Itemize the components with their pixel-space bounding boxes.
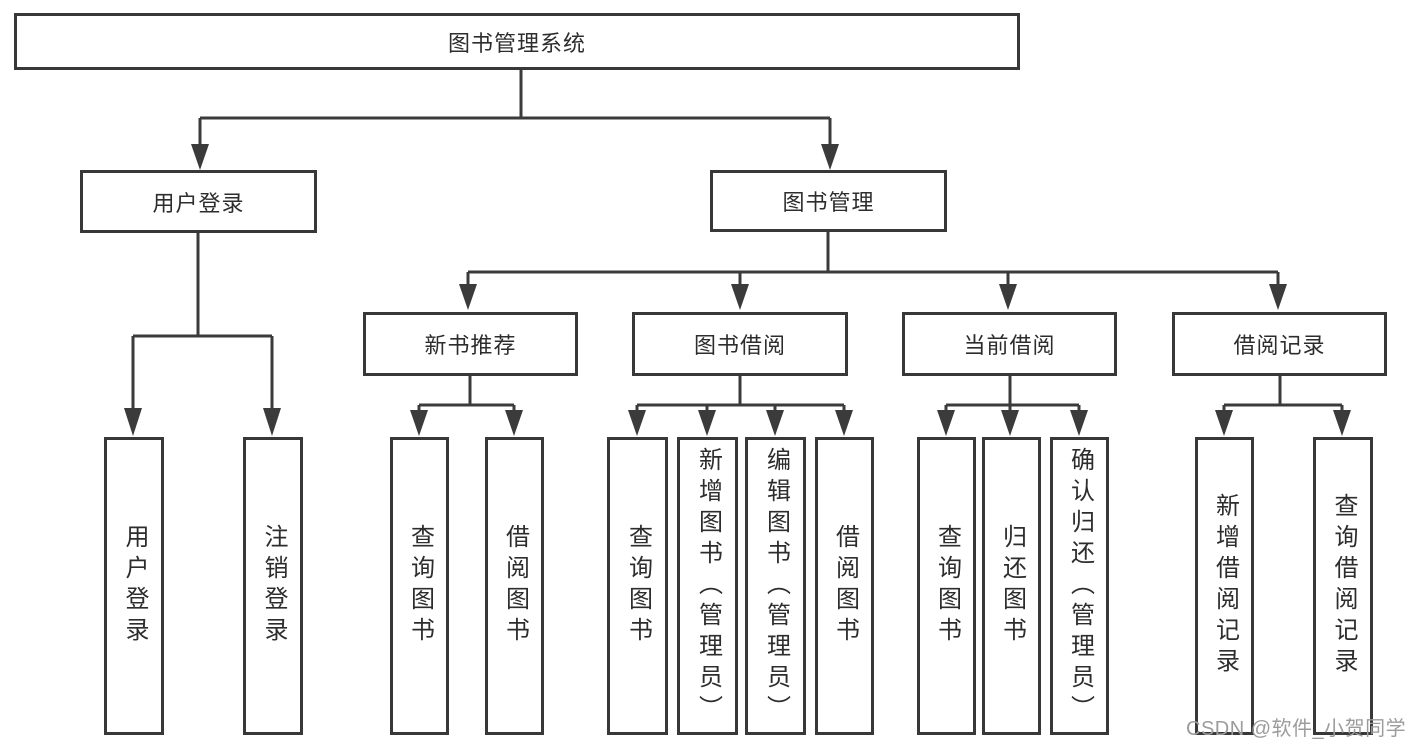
arrowhead-icon xyxy=(628,410,646,436)
arrowhead-icon xyxy=(937,410,955,436)
box-user-login: 用户登录 xyxy=(80,170,317,233)
box-new-book-recommend-label: 新书推荐 xyxy=(424,333,517,358)
box-borrow-records-label: 借阅记录 xyxy=(1233,333,1326,358)
arrowhead-icon xyxy=(459,284,477,310)
box-leaf-br-query-record: 查询借阅记录 xyxy=(1313,437,1373,735)
connector-book-management-to-children xyxy=(459,232,1287,310)
box-leaf-nb-query-books-label: 查询图书 xyxy=(406,524,434,648)
box-book-borrow-label: 图书借阅 xyxy=(693,333,786,358)
box-leaf-logout-action: 注销登录 xyxy=(243,437,303,735)
arrowhead-icon xyxy=(1070,410,1088,436)
arrowhead-icon xyxy=(1333,410,1351,436)
arrowhead-icon xyxy=(731,284,749,310)
arrowhead-icon xyxy=(999,284,1017,310)
box-leaf-bb-borrow-books: 借阅图书 xyxy=(815,437,874,735)
arrowhead-icon xyxy=(191,144,209,170)
box-current-borrow: 当前借阅 xyxy=(902,312,1117,376)
box-leaf-bb-add-books-admin-label: 新增图书（管理员） xyxy=(694,446,722,726)
box-leaf-bb-edit-books-admin-label: 编辑图书（管理员） xyxy=(762,446,790,726)
arrowhead-icon xyxy=(1001,410,1019,436)
arrowhead-icon xyxy=(1215,410,1233,436)
connector-root-to-level2 xyxy=(191,70,839,170)
box-leaf-cb-confirm-return-admin-label: 确认归还（管理员） xyxy=(1066,446,1094,726)
box-book-borrow: 图书借阅 xyxy=(632,312,848,376)
box-leaf-user-login-action: 用户登录 xyxy=(104,437,164,735)
box-leaf-cb-query-books: 查询图书 xyxy=(917,437,976,735)
box-leaf-cb-confirm-return-admin: 确认归还（管理员） xyxy=(1050,437,1109,735)
box-leaf-user-login-action-label: 用户登录 xyxy=(121,524,148,648)
box-leaf-cb-query-books-label: 查询图书 xyxy=(933,524,961,648)
box-leaf-br-add-record: 新增借阅记录 xyxy=(1195,437,1254,735)
connector-borrow-records-to-children xyxy=(1215,376,1351,436)
arrowhead-icon xyxy=(1269,284,1287,310)
arrowhead-icon xyxy=(124,408,142,436)
box-leaf-bb-query-books-label: 查询图书 xyxy=(624,524,652,648)
box-leaf-nb-borrow-books: 借阅图书 xyxy=(485,437,544,735)
box-leaf-br-add-record-label: 新增借阅记录 xyxy=(1211,493,1239,679)
box-current-borrow-label: 当前借阅 xyxy=(963,333,1056,358)
box-new-book-recommend: 新书推荐 xyxy=(363,312,578,376)
box-leaf-bb-add-books-admin: 新增图书（管理员） xyxy=(677,437,738,735)
arrowhead-icon xyxy=(505,410,523,436)
arrowhead-icon xyxy=(766,410,784,436)
box-leaf-logout-action-label: 注销登录 xyxy=(260,524,287,648)
arrowhead-icon xyxy=(263,408,281,436)
arrowhead-icon xyxy=(698,410,716,436)
box-book-management: 图书管理 xyxy=(710,170,947,232)
box-leaf-bb-borrow-books-label: 借阅图书 xyxy=(831,524,859,648)
connector-user-login-to-children xyxy=(124,233,281,436)
box-leaf-nb-query-books: 查询图书 xyxy=(390,437,449,735)
arrowhead-icon xyxy=(821,144,839,170)
box-leaf-cb-return-books: 归还图书 xyxy=(982,437,1041,735)
connector-new-book-recommend-to-children xyxy=(410,376,523,436)
box-borrow-records: 借阅记录 xyxy=(1172,312,1387,376)
box-library-management-system: 图书管理系统 xyxy=(14,13,1020,70)
connector-current-borrow-to-children xyxy=(937,376,1088,436)
box-leaf-cb-return-books-label: 归还图书 xyxy=(998,524,1026,648)
box-library-management-system-label: 图书管理系统 xyxy=(447,30,586,56)
box-leaf-nb-borrow-books-label: 借阅图书 xyxy=(501,524,529,648)
arrowhead-icon xyxy=(410,410,428,436)
box-book-management-label: 图书管理 xyxy=(782,190,875,215)
connector-book-borrow-to-children xyxy=(628,376,853,436)
box-user-login-label: 用户登录 xyxy=(152,190,245,216)
arrowhead-icon xyxy=(835,410,853,436)
box-leaf-bb-edit-books-admin: 编辑图书（管理员） xyxy=(745,437,806,735)
box-leaf-br-query-record-label: 查询借阅记录 xyxy=(1330,493,1357,679)
csdn-watermark: CSDN @软件_小贺同学 xyxy=(1186,718,1405,740)
box-leaf-bb-query-books: 查询图书 xyxy=(607,437,668,735)
